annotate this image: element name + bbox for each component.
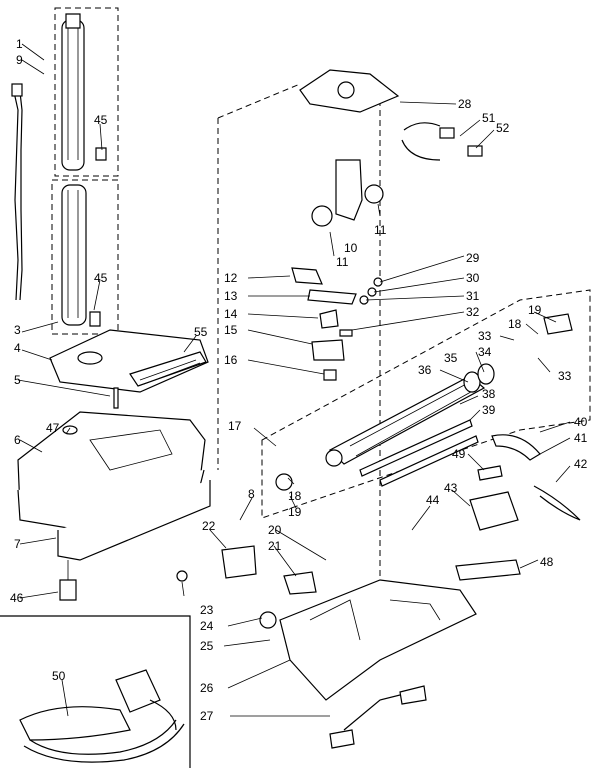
- callout-52: 52: [496, 121, 510, 135]
- callout-35: 35: [444, 351, 458, 365]
- callout-28: 28: [458, 97, 472, 111]
- callout-29: 29: [466, 251, 480, 265]
- base-part: [259, 579, 477, 701]
- callout-26: 26: [200, 681, 214, 695]
- callout-48: 48: [540, 555, 554, 569]
- foot-part: [59, 560, 77, 601]
- callout-25: 25: [200, 639, 214, 653]
- callout-19b: 19: [288, 505, 302, 519]
- bracket-part: [299, 69, 400, 113]
- pedal-part: [329, 685, 427, 749]
- callout-10: 10: [344, 241, 358, 255]
- callout-33a: 33: [478, 329, 492, 343]
- callout-22: 22: [202, 519, 216, 533]
- callout-18b: 18: [288, 489, 302, 503]
- callout-13: 13: [224, 289, 238, 303]
- callout-41: 41: [574, 431, 588, 445]
- callout-39: 39: [482, 403, 496, 417]
- plate-part: [455, 559, 521, 581]
- bushing-part: [176, 570, 188, 582]
- callout-1: 1: [16, 37, 23, 51]
- callout-30: 30: [466, 271, 480, 285]
- callout-46: 46: [10, 591, 24, 605]
- lever-group: [291, 267, 357, 381]
- callout-23: 23: [200, 603, 214, 617]
- screw-part: [113, 387, 119, 409]
- callout-18a: 18: [508, 317, 522, 331]
- callout-38: 38: [482, 387, 496, 401]
- brushroll-box: [261, 289, 591, 519]
- callout-7: 7: [14, 537, 21, 551]
- callout-32: 32: [466, 305, 480, 319]
- callout-50: 50: [52, 669, 66, 683]
- callout-36: 36: [418, 363, 432, 377]
- callout-3: 3: [14, 323, 21, 337]
- leader-lines: [17, 43, 571, 717]
- callout-11a: 11: [336, 255, 349, 269]
- callout-42: 42: [574, 457, 588, 471]
- motor-group: [469, 434, 581, 531]
- callout-12: 12: [224, 271, 238, 285]
- hose-inset: [0, 615, 191, 768]
- callout-34: 34: [478, 345, 492, 359]
- yoke-part: [311, 159, 384, 227]
- callout-5: 5: [14, 373, 21, 387]
- callout-16: 16: [224, 353, 238, 367]
- callout-47: 47: [46, 421, 60, 435]
- callout-20: 20: [268, 523, 282, 537]
- callout-11b: 11: [374, 223, 387, 237]
- callout-21: 21: [268, 539, 282, 553]
- cord-plug-part: [401, 122, 483, 161]
- callout-17: 17: [228, 419, 242, 433]
- handle-upper-group: [54, 7, 119, 177]
- callout-8: 8: [248, 487, 255, 501]
- callout-6: 6: [14, 433, 21, 447]
- callout-31: 31: [466, 289, 480, 303]
- callout-45b: 45: [94, 271, 108, 285]
- callout-49: 49: [452, 447, 466, 461]
- housing-part: [17, 411, 211, 561]
- guard-part: [283, 571, 317, 595]
- callout-55: 55: [194, 325, 208, 339]
- callout-4: 4: [14, 341, 21, 355]
- handle-lower-group: [51, 179, 119, 335]
- callout-44: 44: [426, 493, 440, 507]
- rear-assembly-outline: [217, 83, 381, 580]
- callout-9: 9: [16, 53, 23, 67]
- callout-24: 24: [200, 619, 214, 633]
- hood-part: [49, 329, 209, 393]
- callout-45a: 45: [94, 113, 108, 127]
- callout-33b: 33: [558, 369, 572, 383]
- power-cord: [11, 83, 23, 301]
- callout-labels: 1 9 45 45 3 4 55 5 47 6 7 46 50 28 51 52…: [10, 37, 588, 723]
- callout-15: 15: [224, 323, 238, 337]
- callout-27: 27: [200, 709, 214, 723]
- callout-51: 51: [482, 111, 496, 125]
- washer-group: [339, 277, 383, 337]
- callout-40: 40: [574, 415, 588, 429]
- callout-14: 14: [224, 307, 238, 321]
- callout-19a: 19: [528, 303, 542, 317]
- switch-part: [221, 545, 257, 579]
- callout-43: 43: [444, 481, 458, 495]
